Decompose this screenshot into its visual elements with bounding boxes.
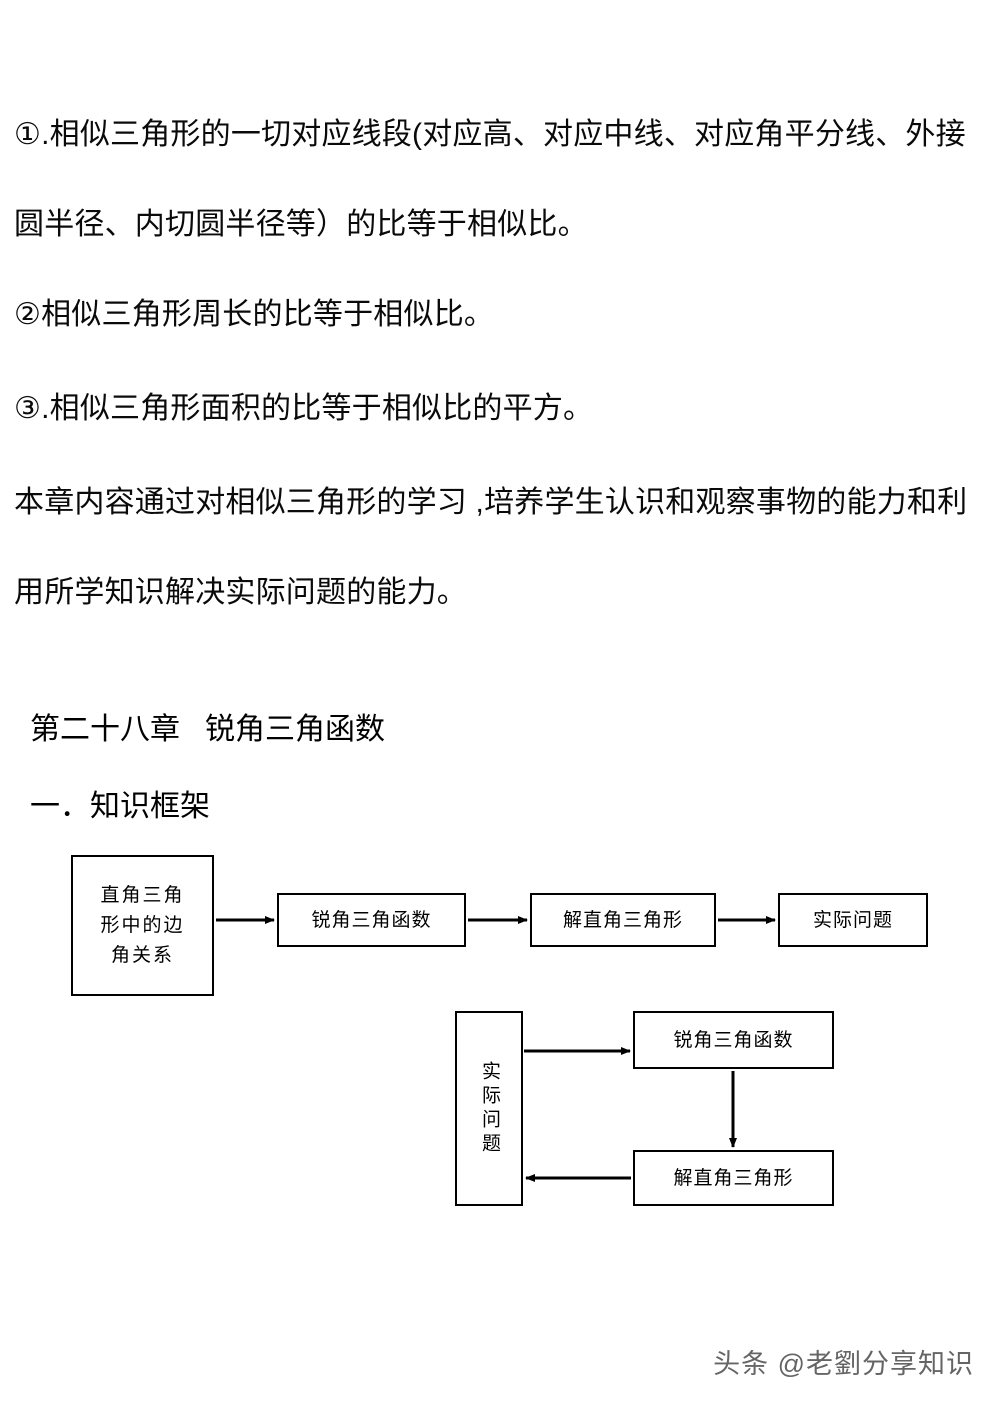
node-label: 锐角三角函数 — [673, 1029, 794, 1051]
node-label: 实际问题 — [479, 1060, 500, 1157]
node-label: 解直角三角形 — [562, 909, 683, 931]
diagram-node-solve-right-triangle-cycle: 解直角三角形 — [633, 1150, 834, 1206]
watermark: 头条 @老劉分享知识 — [713, 1349, 974, 1379]
chapter-title: 第二十八章 锐角三角函数 — [30, 713, 386, 746]
diagram-node-real-problem-vertical: 实际问题 — [455, 1011, 523, 1206]
knowledge-framework-diagram: 直角三角 形中的边 角关系 锐角三角函数 解直角三角形 实际问题 实际问题 锐角… — [0, 840, 992, 1230]
paragraph-item-2: ②相似三角形周长的比等于相似比。 — [14, 298, 495, 331]
node-label: 实际问题 — [812, 909, 893, 931]
paragraph-item-1: ①.相似三角形的一切对应线段(对应高、对应中线、对应角平分线、外接圆半径、内切圆… — [14, 118, 966, 241]
paragraph-summary: 本章内容通过对相似三角形的学习 ,培养学生认识和观察事物的能力和利用所学知识解决… — [14, 486, 968, 609]
node-label: 直角三角 形中的边 角关系 — [100, 884, 185, 966]
paragraph-item-3: ③.相似三角形面积的比等于相似比的平方。 — [14, 392, 594, 425]
node-label: 解直角三角形 — [673, 1167, 794, 1189]
diagram-node-real-problem: 实际问题 — [778, 893, 928, 947]
diagram-node-solve-right-triangle: 解直角三角形 — [530, 893, 716, 947]
diagram-node-acute-trig-functions-cycle: 锐角三角函数 — [633, 1011, 834, 1069]
node-label: 锐角三角函数 — [311, 909, 432, 931]
diagram-node-acute-trig-functions: 锐角三角函数 — [277, 893, 466, 947]
section-title: 一．知识框架 — [30, 790, 210, 823]
diagram-node-right-triangle-relations: 直角三角 形中的边 角关系 — [71, 855, 214, 996]
